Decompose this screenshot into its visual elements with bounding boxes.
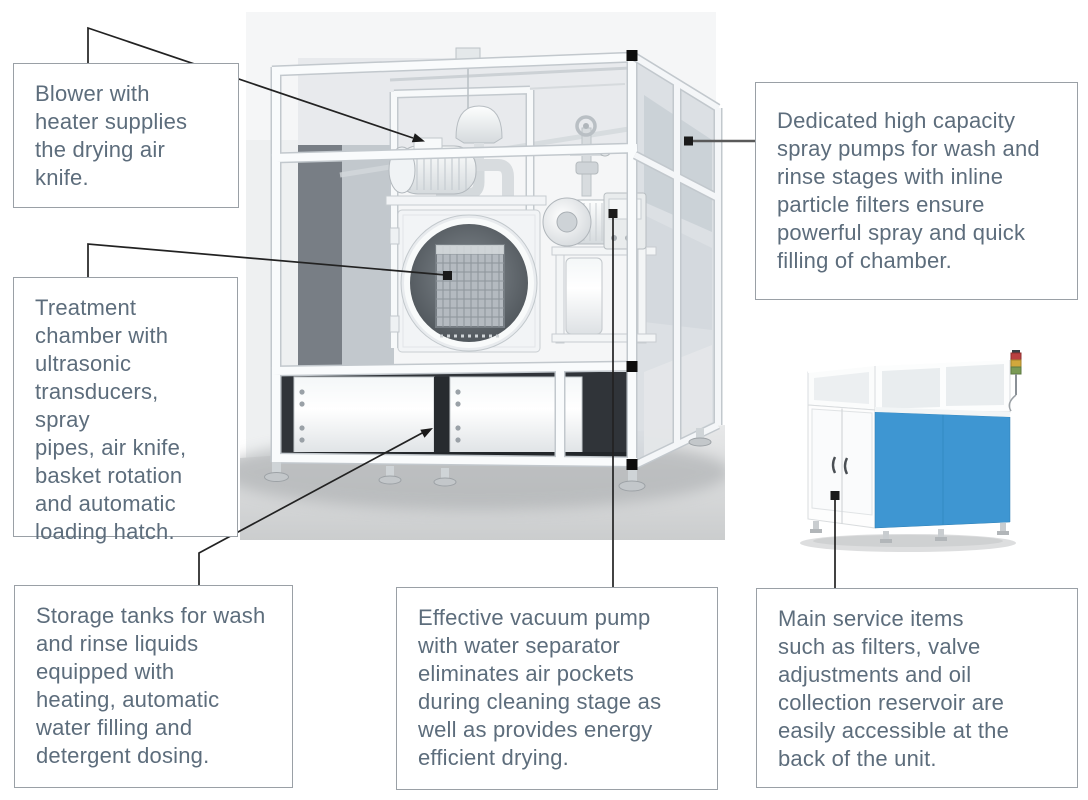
tower-light-green	[1010, 366, 1022, 375]
door-handle-left	[831, 456, 837, 474]
signal-tower-light	[1008, 350, 1022, 412]
main-machine-illustration	[240, 12, 725, 540]
tower-light-amber	[1010, 359, 1022, 368]
callout-storage-tanks: Storage tanks for wash and rinse liquids…	[14, 585, 293, 788]
treatment-chamber	[389, 209, 541, 353]
cabinet-feet	[810, 521, 1009, 543]
callout-vacuum-pump: Effective vacuum pump with water separat…	[396, 587, 718, 790]
cabinet-doors	[807, 404, 876, 529]
callout-spray-pumps: Dedicated high capacity spray pumps for …	[755, 82, 1078, 300]
callout-service-items: Main service items such as filters, valv…	[756, 588, 1078, 788]
service-unit-illustration	[800, 350, 1022, 552]
door-handle-right	[843, 457, 849, 475]
callout-treatment-chamber: Treatment chamber with ultrasonic transd…	[13, 277, 238, 544]
cabinet-upper-section	[807, 358, 1011, 413]
pump-assembly	[542, 115, 657, 344]
rotating-basket	[435, 244, 505, 328]
corner-caps	[626, 50, 638, 470]
tower-light-red	[1010, 352, 1022, 361]
callout-blower: Blower with heater supplies the drying a…	[13, 63, 239, 208]
storage-tanks	[280, 372, 635, 461]
